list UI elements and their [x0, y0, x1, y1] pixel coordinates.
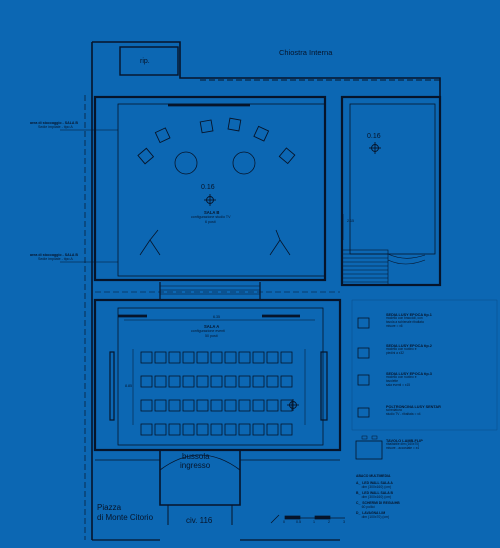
legend-item-1: SEDIA LUSY EPOCA tip.1 modello con bracc… [386, 313, 432, 329]
sala-a-seating [140, 351, 293, 436]
sala-a-chair [182, 351, 195, 364]
scale-label-0: 0 [283, 520, 285, 524]
storage-bottom-title: area di stoccaggio - SALA B [30, 253, 78, 257]
sala-a-chair [196, 351, 209, 364]
sala-a-chair [154, 423, 167, 436]
sala-a-chair [252, 423, 265, 436]
scale-bar [284, 515, 345, 520]
storage-bottom-sub: Sedie impilate - tipo A [38, 257, 73, 261]
storage-top-title: area di stoccaggio - SALA B [30, 121, 78, 125]
legend-item-5: TAVOLO LAMB-FLIP ribaltabile dim (160x70… [386, 439, 423, 451]
sala-a-chair [252, 375, 265, 388]
scale-label-2: 1 [313, 520, 315, 524]
sala-a-chair [168, 375, 181, 388]
sala-a-chair [196, 399, 209, 412]
chiostra-label: Chiostra Interna [279, 48, 333, 57]
sala-a-chair [266, 351, 279, 364]
sala-a-chair [154, 351, 167, 364]
sala-a-chair [224, 399, 237, 412]
sala-a-chair [224, 351, 237, 364]
sala-a-chair [224, 423, 237, 436]
outer-boundary [91, 41, 441, 300]
sala-a-chair [280, 351, 293, 364]
right-room [340, 95, 442, 287]
sala-a-chair [238, 423, 251, 436]
sala-b-title: SALA B [204, 210, 220, 215]
scale-label-3: 2 [328, 520, 330, 524]
sala-a-chair [210, 423, 223, 436]
rip-room [119, 46, 179, 76]
sala-a-width-dim: 6.35 [213, 315, 220, 319]
sala-a-chair [168, 423, 181, 436]
stair-right [341, 249, 426, 286]
abaco-item-c: C_ SCHERMI DI REGIA/HB 60 pollici [356, 501, 400, 509]
sala-a-chair [238, 399, 251, 412]
sala-a-chair [140, 375, 153, 388]
piazza-line1: Piazza [97, 503, 122, 512]
sala-a-depth-dim: 8.85 [125, 384, 132, 388]
sala-a-chair [140, 351, 153, 364]
sala-a-chair [210, 351, 223, 364]
sala-a-chair [168, 399, 181, 412]
sala-a-chair [266, 375, 279, 388]
abaco-title: ABACO MULTIMEDIA [356, 474, 391, 478]
sala-a-chair [140, 399, 153, 412]
camera-right [269, 229, 291, 256]
sala-a-chair [196, 375, 209, 388]
sala-a-chair [224, 375, 237, 388]
legend-item-3: SEDIA LUSY EPOCA tip.3 modello con ruoti… [386, 372, 432, 388]
sala-a-chair [210, 375, 223, 388]
sala-a-chair [182, 399, 195, 412]
rip-label: rip. [140, 58, 150, 65]
sala-a-chair [280, 423, 293, 436]
sala-a-chair [238, 375, 251, 388]
sala-a-chair [168, 351, 181, 364]
legend-item-4: POLTRONCINA LUSY SENTAR schedatura studi… [386, 405, 441, 417]
level-right-label: 0.16 [367, 133, 381, 140]
civ-label: civ. 116 [186, 516, 213, 525]
sala-a-chair [182, 375, 195, 388]
storage-top-sub: Sedie impilate - tipo A [38, 125, 73, 129]
sala-b-posti: 6 posti [205, 220, 216, 224]
sala-a-chair [252, 351, 265, 364]
sala-a-chair [266, 399, 279, 412]
sala-a-chair [266, 423, 279, 436]
bussola-label: bussola [182, 452, 210, 461]
scale-label-1: 0.5 [296, 520, 301, 524]
sala-a-posti: 50 posti [205, 334, 218, 338]
ingresso-label: ingresso [180, 461, 211, 470]
side-dim: 2.15 [347, 219, 354, 223]
sala-a-chair [252, 399, 265, 412]
scale-label-4: 3 [343, 520, 345, 524]
camera-left [139, 229, 161, 256]
sala-a-chair [182, 423, 195, 436]
bussola-ingresso [159, 450, 241, 506]
sala-a-chair [196, 423, 209, 436]
level-b-label: 0.16 [201, 184, 215, 191]
sala-a-chair [280, 375, 293, 388]
sala-a-chair [210, 399, 223, 412]
sala-a-chair [280, 399, 293, 412]
sala-a-chair [238, 351, 251, 364]
abaco-item-d: D_ LAVAGNA LIM dim (100x70) (cm) [356, 511, 390, 519]
piazza-line2: di Monte Citorio [97, 513, 154, 522]
legend-item-2: SEDIA LUSY EPOCA tip.2 modello con ruoti… [386, 344, 432, 356]
abaco-item-b: B_ LED WALL SALA B dim (300x160) (cm) [356, 491, 393, 499]
sala-a-chair [154, 399, 167, 412]
sala-a-config: configurazione eventi [191, 329, 225, 333]
sala-a-chair [140, 423, 153, 436]
legend-box [351, 299, 498, 431]
sala-a-walls [93, 298, 342, 452]
abaco-item-a: A_ LED WALL SALA A dim (300x160) (cm) [356, 481, 393, 489]
sala-b-chairs [137, 117, 296, 165]
sala-a-chair [154, 375, 167, 388]
sala-b-config: configurazione studio TV [191, 215, 231, 219]
sala-a-title: SALA A [204, 324, 220, 329]
